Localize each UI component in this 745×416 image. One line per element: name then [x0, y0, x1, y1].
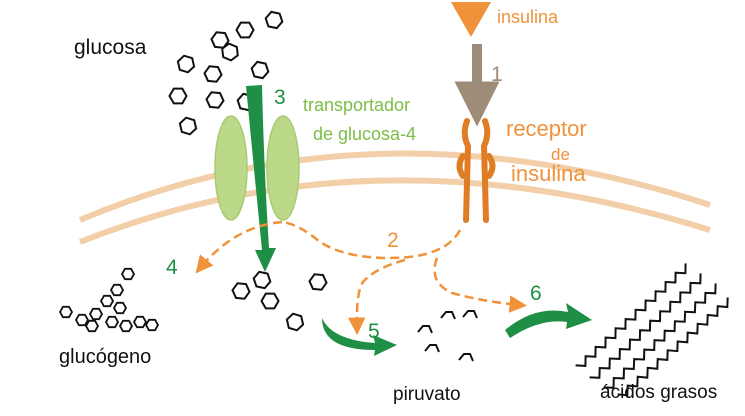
insulin-label: insulina	[497, 7, 559, 27]
insulin-molecule-icon	[451, 2, 491, 37]
fatty-acids-label: ácidos grasos	[600, 382, 718, 403]
glycogen-unit	[84, 319, 100, 333]
glycogen-unit	[104, 315, 120, 329]
glucose-molecule	[221, 42, 239, 62]
signal-arrow-to-pyruvate	[347, 258, 406, 335]
glucose-molecule	[231, 282, 251, 300]
pyruvate-molecule	[440, 311, 456, 320]
transporter-right-half	[266, 115, 300, 221]
glut4-transporter	[214, 115, 300, 221]
pyruvate-label: piruvato	[393, 384, 461, 405]
signal-path-main	[282, 220, 462, 260]
glucose-molecules-intracellular	[231, 270, 328, 332]
glucose-molecule	[252, 270, 272, 290]
fatty-acid-chain	[589, 273, 702, 379]
fatty-acid-chain	[617, 297, 729, 397]
glycogen-unit	[99, 294, 115, 308]
pyruvate-molecules	[417, 310, 478, 362]
pyruvate-molecule	[462, 310, 478, 319]
fatty-acid-chains	[575, 263, 729, 397]
signal-arrow-to-fatty-acids	[433, 257, 527, 313]
step-1-number: 1	[491, 63, 503, 86]
glycogen-unit	[74, 313, 90, 327]
glucose-molecule	[308, 273, 328, 291]
glycogen-unit	[88, 307, 104, 321]
glycogen-unit	[109, 283, 125, 297]
fatty-acid-chain	[575, 263, 687, 367]
step-6-number: 6	[530, 282, 542, 305]
glucose-molecule	[205, 91, 225, 109]
glycogen-unit	[120, 267, 136, 281]
receptor-label-line1: receptor	[506, 116, 587, 141]
step-4-number: 4	[166, 256, 178, 279]
glycogen-unit	[112, 301, 128, 315]
glycogen-label: glucógeno	[59, 346, 152, 368]
step-3-number: 3	[274, 86, 286, 109]
transporter-label-line2: de glucosa-4	[313, 124, 417, 144]
step-5-arrow	[322, 318, 397, 356]
fatty-acid-chain	[603, 283, 717, 389]
glycogen-unit	[144, 318, 160, 332]
glucose-molecule	[260, 292, 280, 310]
insulin-receptor-icon	[456, 118, 496, 223]
cell-membrane	[78, 150, 711, 245]
glucose-molecule	[285, 312, 305, 332]
transporter-label-line1: transportador	[303, 95, 411, 115]
pyruvate-molecule	[458, 353, 474, 362]
glucose-molecule	[168, 87, 188, 105]
pyruvate-molecule	[417, 325, 433, 334]
step-2-number: 2	[387, 229, 399, 252]
glucose-molecule	[178, 116, 198, 136]
receptor-label-line3: insulina	[511, 161, 586, 186]
glycogen-unit	[58, 305, 74, 319]
receptor-label-line2: de	[551, 145, 570, 164]
glycogen-molecule	[58, 267, 160, 333]
glycogen-unit	[118, 319, 134, 333]
glucose-label: glucosa	[74, 36, 147, 59]
glucose-molecule	[176, 54, 196, 74]
step-2-signaling-arrows	[195, 220, 527, 335]
signal-arrow-to-glycogen	[195, 220, 283, 274]
step-3-glucose-entry-arrow	[246, 85, 276, 272]
glucose-molecule	[264, 10, 284, 30]
step-5-number: 5	[368, 320, 380, 343]
glycogen-unit	[132, 315, 148, 329]
pyruvate-molecule	[424, 344, 440, 353]
step-6-arrow	[505, 303, 592, 338]
glucose-molecules-extracellular	[168, 10, 284, 136]
glucose-molecule	[203, 65, 223, 83]
glucose-molecule	[250, 60, 270, 80]
glucose-molecule	[235, 21, 255, 39]
transporter-left-half	[214, 115, 248, 221]
